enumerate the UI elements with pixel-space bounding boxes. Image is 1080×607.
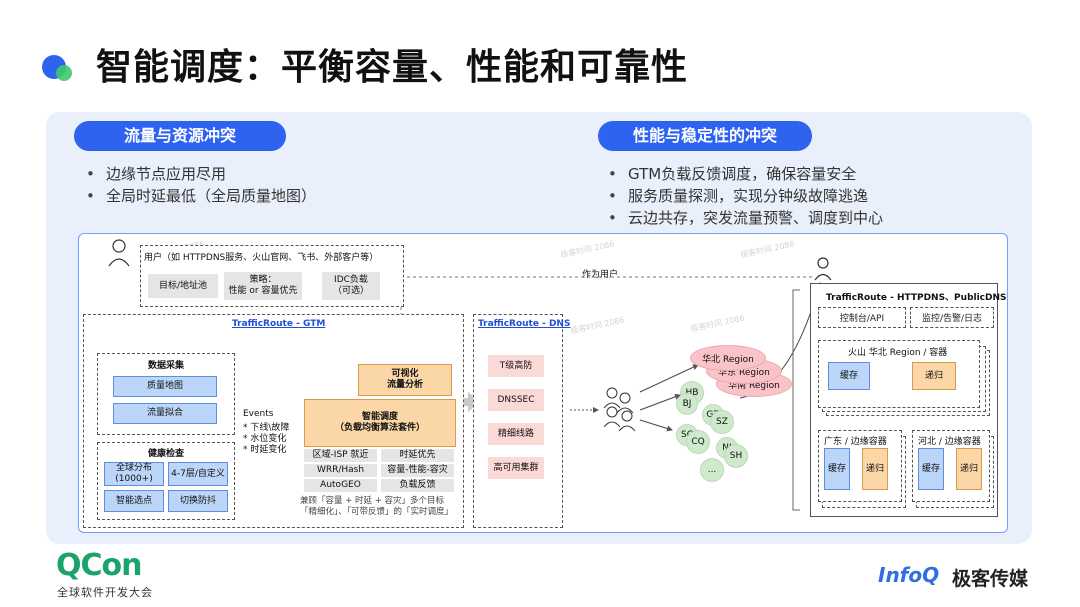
cache-box: 缓存 bbox=[828, 362, 870, 390]
recursive-box: 递归 bbox=[862, 448, 888, 490]
health-check-box bbox=[97, 442, 235, 520]
bullet-item: 边缘节点应用尽用 bbox=[80, 163, 316, 185]
cache-box: 缓存 bbox=[918, 448, 944, 490]
algo-item: 容量-性能-容灾 bbox=[381, 464, 454, 477]
dns-item: DNSSEC bbox=[488, 389, 544, 411]
anti-jitter-box: 切换防抖 bbox=[168, 490, 228, 512]
visual-box: 可视化 流量分析 bbox=[358, 364, 452, 396]
algo-item: AutoGEO bbox=[304, 479, 377, 492]
qcon-subtitle: 全球软件开发大会 bbox=[57, 586, 153, 599]
infoq-logo: InfoQ bbox=[878, 563, 940, 587]
smart-probe-box: 智能选点 bbox=[104, 490, 164, 512]
bullet-item: 全局时延最低（全局质量地图） bbox=[80, 185, 316, 207]
infoq-cn-label: 极客传媒 bbox=[952, 568, 1029, 590]
event-item: * 时延变化 bbox=[243, 445, 287, 455]
clients-group-icon bbox=[603, 387, 636, 432]
hb-edge-title: 河北 / 边缘容器 bbox=[918, 437, 981, 447]
idc-load-box: IDC负载 （可选） bbox=[322, 272, 380, 300]
health-check-label: 健康检查 bbox=[148, 449, 185, 459]
data-collect-box bbox=[97, 353, 235, 435]
users-label: 用户（如 HTTPDNS服务、火山官网、飞书、外部客户等） bbox=[144, 253, 379, 263]
recursive-box: 递归 bbox=[912, 362, 956, 390]
dns-item: 高可用集群 bbox=[488, 457, 544, 479]
node-circle: SZ bbox=[710, 410, 734, 434]
node-circle: BJ bbox=[676, 393, 698, 415]
right-bullets: GTM负载反馈调度，确保容量安全 服务质量探测，实现分钟级故障逃逸 云边共存，突… bbox=[602, 163, 883, 229]
event-item: * 下线\故障 bbox=[243, 423, 290, 433]
left-bullets: 边缘节点应用尽用 全局时延最低（全局质量地图） bbox=[80, 163, 316, 207]
gtm-title: TrafficRoute - GTM bbox=[232, 319, 326, 329]
algo-item: 负载反馈 bbox=[381, 479, 454, 492]
algo-item: WRR/Hash bbox=[304, 464, 377, 477]
events-title: Events bbox=[243, 409, 274, 419]
strategy-box: 策略： 性能 or 容量优先 bbox=[224, 272, 302, 300]
target-pool-box: 目标/地址池 bbox=[148, 274, 218, 298]
user-icon bbox=[108, 239, 130, 267]
dns-item: T级高防 bbox=[488, 355, 544, 377]
dns-box bbox=[473, 314, 563, 528]
algo-item: 时延优先 bbox=[381, 449, 454, 462]
right-section-heading: 性能与稳定性的冲突 bbox=[598, 121, 812, 151]
recursive-box: 递归 bbox=[956, 448, 982, 490]
algo-item: 区域-ISP 就近 bbox=[304, 449, 377, 462]
bullet-item: GTM负载反馈调度，确保容量安全 bbox=[602, 163, 883, 185]
user-icon-right bbox=[814, 257, 832, 281]
qcon-logo: QCon bbox=[56, 548, 142, 583]
right-panel-title: TrafficRoute - HTTPDNS、PublicDNS bbox=[826, 293, 1007, 303]
gd-edge-title: 广东 / 边缘容器 bbox=[824, 437, 887, 447]
page-title: 智能调度：平衡容量、性能和可靠性 bbox=[96, 47, 689, 88]
node-circle: CQ bbox=[686, 430, 710, 454]
cache-box: 缓存 bbox=[824, 448, 850, 490]
traffic-fit-box: 流量拟合 bbox=[113, 403, 217, 424]
dns-title: TrafficRoute - DNS bbox=[478, 319, 571, 329]
node-circle: SH bbox=[724, 444, 748, 468]
left-section-heading: 流量与资源冲突 bbox=[74, 121, 286, 151]
console-box: 控制台/API bbox=[818, 307, 906, 328]
title-logo-icon bbox=[42, 51, 74, 83]
smart-sched-box: 智能调度 （负载均衡算法套件） bbox=[304, 399, 456, 447]
region-ellipse: 华北 Region bbox=[690, 345, 766, 371]
event-item: * 水位变化 bbox=[243, 434, 287, 444]
data-collect-label: 数据采集 bbox=[148, 361, 185, 371]
dns-item: 精细线路 bbox=[488, 423, 544, 445]
bullet-item: 服务质量探测，实现分钟级故障逃逸 bbox=[602, 185, 883, 207]
region-title: 火山 华北 Region / 容器 bbox=[848, 348, 948, 358]
as-user-label: 作为用户 bbox=[582, 270, 619, 280]
quality-map-box: 质量地图 bbox=[113, 376, 217, 397]
global-dist-box: 全球分布 (1000+) bbox=[104, 462, 164, 486]
monitor-box: 监控/告警/日志 bbox=[910, 307, 994, 328]
node-circle: ... bbox=[700, 458, 724, 482]
bullet-item: 云边共存，突发流量预警、调度到中心 bbox=[602, 207, 883, 229]
layer-box: 4-7层/自定义 bbox=[168, 462, 228, 486]
sched-note: 兼顾「容量 + 时延 + 容灾」多个目标 「精细化」、「可带反馈」的「实时调度」 bbox=[300, 496, 454, 517]
